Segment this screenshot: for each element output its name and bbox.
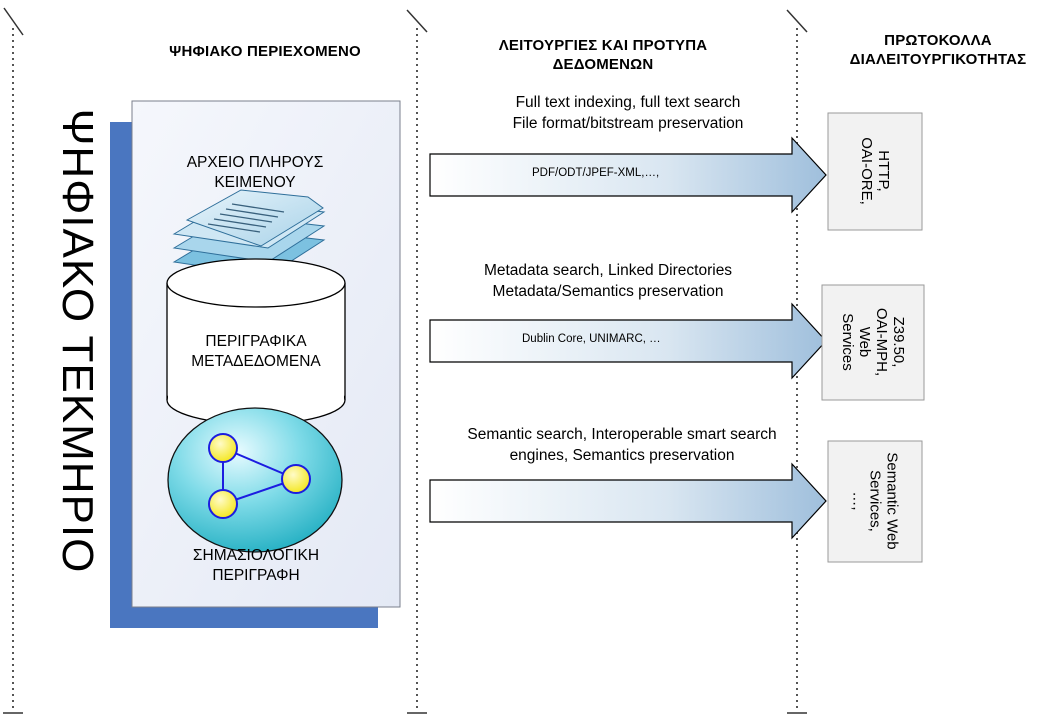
label-semantic-line-2: ΠΕΡΙΓΡΑΦΗ [212, 567, 300, 584]
label-fulltext: ΑΡΧΕΙΟ ΠΛΗΡΟΥΣ ΚΕΙΜΕΝΟΥ [160, 153, 350, 193]
protocol-boxes [821, 112, 925, 563]
header-functions-line-2: ΔΕΔΟΜΕΝΩΝ [552, 56, 654, 73]
header-functions: ΛΕΙΤΟΥΡΓΙΕΣ ΚΑΙ ΠΡΟΤΥΠΑ ΔΕΔΟΜΕΝΩΝ [448, 36, 758, 74]
semantic-node [208, 433, 238, 463]
label-metadata-line-2: ΜΕΤΑΔΕΔΟΜΕΝΑ [191, 353, 321, 370]
protocol-line: Web [856, 326, 873, 358]
side-title-text: ΨΗΦΙΑΚΟ ΤΕΚΜΗΡΙΟ [53, 108, 102, 574]
separator-top-tick-left [3, 7, 24, 36]
arrows [429, 136, 827, 540]
functions-semantic-line-1: Semantic search, Interoperable smart sea… [467, 426, 777, 443]
header-protocols: ΠΡΩΤΟΚΟΛΛΑ ΔΙΑΛΕΙΤΟΥΡΓΙΚΟΤΗΤΑΣ [843, 31, 1033, 69]
functions-metadata: Metadata search, Linked Directories Meta… [428, 260, 788, 302]
header-protocols-line-2: ΔΙΑΛΕΙΤΟΥΡΓΙΚΟΤΗΤΑΣ [849, 51, 1027, 68]
semantic-node [208, 489, 238, 519]
standards-fulltext: PDF/ODT/JPEF-XML,…, [532, 167, 660, 179]
protocol-box-z3950 [821, 284, 925, 401]
functions-fulltext-line-2: File format/bitstream preservation [512, 115, 744, 132]
functions-semantic-line-2: engines, Semantics preservation [509, 447, 735, 464]
label-semantic-line-1: ΣΗΜΑΣΙΟΛΟΓΙΚΗ [192, 547, 320, 564]
protocol-line: Z39.50, [890, 316, 907, 368]
protocol-line: Semantic Web [883, 452, 901, 550]
protocol-line: OAI-ORE, [858, 137, 875, 205]
header-functions-line-1: ΛΕΙΤΟΥΡΓΙΕΣ ΚΑΙ ΠΡΟΤΥΠΑ [498, 37, 708, 54]
protocol-line: HTTP, [875, 150, 892, 192]
protocol-line: Services, [866, 470, 884, 532]
protocols-semantic-text: Semantic Web Services, …, [850, 452, 901, 549]
functions-metadata-line-1: Metadata search, Linked Directories [483, 262, 733, 279]
label-fulltext-line-1: ΑΡΧΕΙΟ ΠΛΗΡΟΥΣ [186, 154, 324, 171]
protocol-line: OAI-MPH, [873, 307, 890, 377]
header-protocols-line-1: ΠΡΩΤΟΚΟΛΛΑ [884, 32, 992, 49]
functions-metadata-line-2: Metadata/Semantics preservation [492, 283, 724, 300]
header-content: ΨΗΦΙΑΚΟ ΠΕΡΙΕΧΟΜΕΝΟ [140, 42, 390, 61]
arrow-metadata [429, 302, 827, 380]
functions-fulltext-line-1: Full text indexing, full text search [515, 94, 741, 111]
label-metadata-line-1: ΠΕΡΙΓΡΑΦΙΚΑ [205, 333, 307, 350]
label-metadata: ΠΕΡΙΓΡΑΦΙΚΑ ΜΕΤΑΔΕΔΟΜΕΝΑ [161, 332, 351, 372]
protocol-line: Services [839, 313, 856, 371]
separator-top-tick-middle [406, 9, 428, 33]
arrow-fulltext [429, 136, 827, 214]
protocols-fulltext-text: HTTP, OAI-ORE, [858, 137, 892, 205]
header-content-text: ΨΗΦΙΑΚΟ ΠΕΡΙΕΧΟΜΕΝΟ [169, 43, 361, 60]
protocol-box-http [827, 112, 923, 231]
metadata-cylinder-icon [166, 258, 346, 425]
functions-semantic: Semantic search, Interoperable smart sea… [432, 424, 812, 466]
arrow-semantic [429, 462, 827, 540]
separator-top-tick-right [786, 9, 808, 33]
label-fulltext-line-2: ΚΕΙΜΕΝΟΥ [214, 174, 296, 191]
standards-metadata: Dublin Core, UNIMARC, … [522, 333, 661, 345]
protocol-line: …, [849, 491, 867, 511]
protocol-box-semantic [827, 440, 923, 563]
label-semantic: ΣΗΜΑΣΙΟΛΟΓΙΚΗ ΠΕΡΙΓΡΑΦΗ [156, 546, 356, 586]
protocols-metadata-text: Z39.50, OAI-MPH, Web Services [839, 308, 907, 376]
semantic-sphere-icon [167, 407, 343, 553]
semantic-node [281, 464, 311, 494]
functions-fulltext: Full text indexing, full text search Fil… [448, 92, 808, 134]
